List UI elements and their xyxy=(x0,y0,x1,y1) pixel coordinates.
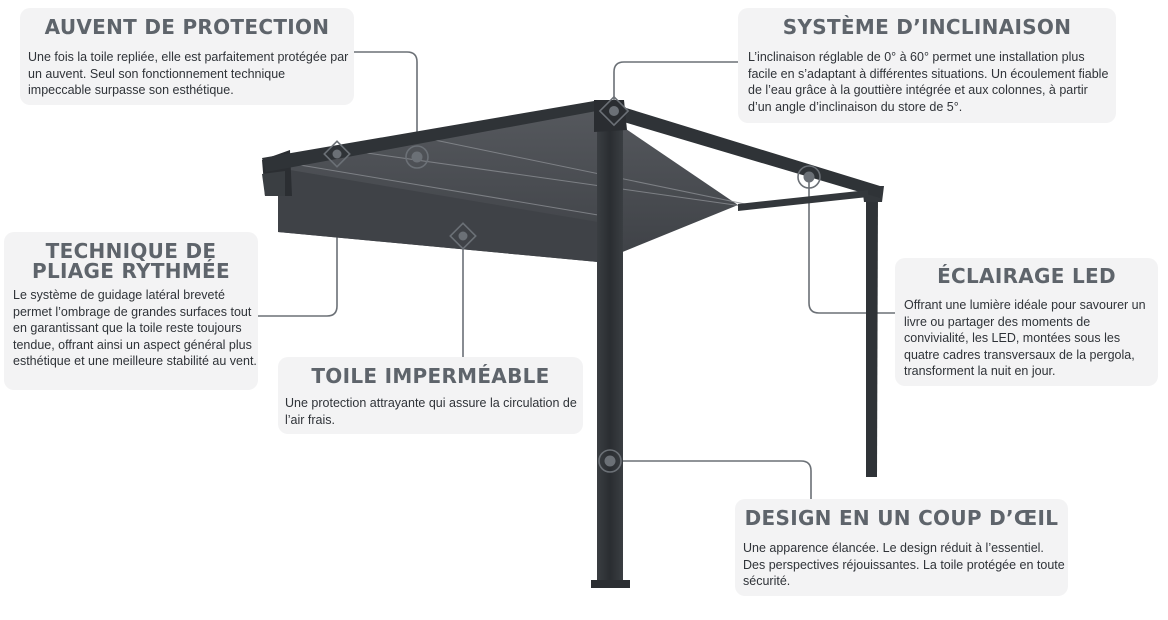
leader-eclairage xyxy=(808,177,895,314)
callout-technique-title: TECHNIQUE DE PLIAGE RYTHMÉE xyxy=(4,232,258,281)
callout-inclinaison-title: SYSTÈME D’INCLINAISON xyxy=(782,15,1072,39)
callout-eclairage-text: Offrant une lumière idéale pour savourer… xyxy=(904,298,1146,378)
marker-toile xyxy=(449,222,477,250)
callout-auvent-title: AUVENT DE PROTECTION xyxy=(44,15,330,39)
callout-toile-title: TOILE IMPERMÉABLE xyxy=(311,364,550,388)
fabric-drop xyxy=(278,168,598,262)
callout-toile-text: Une protection attrayante qui assure la … xyxy=(285,396,577,427)
post-foot xyxy=(591,580,630,588)
callout-technique-title-line2: PLIAGE RYTHMÉE xyxy=(32,259,230,283)
marker-design xyxy=(598,449,622,473)
marker-technique xyxy=(323,140,351,168)
callout-inclinaison-text: L’inclinaison réglable de 0° à 60° perme… xyxy=(748,50,1109,114)
marker-inclinaison xyxy=(598,95,630,127)
rear-post xyxy=(866,195,878,477)
left-beam xyxy=(262,100,602,172)
callout-eclairage: ÉCLAIRAGE LED Offrant une lumière idéale… xyxy=(895,258,1158,386)
callout-technique-text: Le système de guidage latéral breveté pe… xyxy=(13,288,257,368)
back-rail xyxy=(738,190,868,211)
leader-lines xyxy=(258,51,895,499)
marker-eclairage xyxy=(797,165,821,189)
leader-auvent xyxy=(354,51,418,157)
callout-eclairage-title: ÉCLAIRAGE LED xyxy=(937,264,1116,288)
callout-technique-title-line1: TECHNIQUE DE xyxy=(45,239,217,263)
leader-inclinaison xyxy=(613,61,738,111)
leader-design xyxy=(610,460,812,499)
callout-design-title: DESIGN EN UN COUP D’ŒIL xyxy=(744,506,1059,530)
callout-inclinaison: SYSTÈME D’INCLINAISON L’inclinaison régl… xyxy=(738,8,1116,123)
markers xyxy=(323,95,821,473)
callout-design: DESIGN EN UN COUP D’ŒIL Une apparence él… xyxy=(735,499,1068,596)
callout-toile: TOILE IMPERMÉABLE Une protection attraya… xyxy=(278,357,583,434)
callout-auvent: AUVENT DE PROTECTION Une fois la toile r… xyxy=(20,8,354,105)
marker-auvent xyxy=(405,145,429,169)
front-post xyxy=(597,128,623,583)
callout-design-text: Une apparence élancée. Le design réduit … xyxy=(743,541,1065,588)
callout-auvent-text: Une fois la toile repliée, elle est parf… xyxy=(28,50,349,97)
leader-technique xyxy=(258,154,338,317)
callout-technique: TECHNIQUE DE PLIAGE RYTHMÉE Le système d… xyxy=(4,232,258,390)
